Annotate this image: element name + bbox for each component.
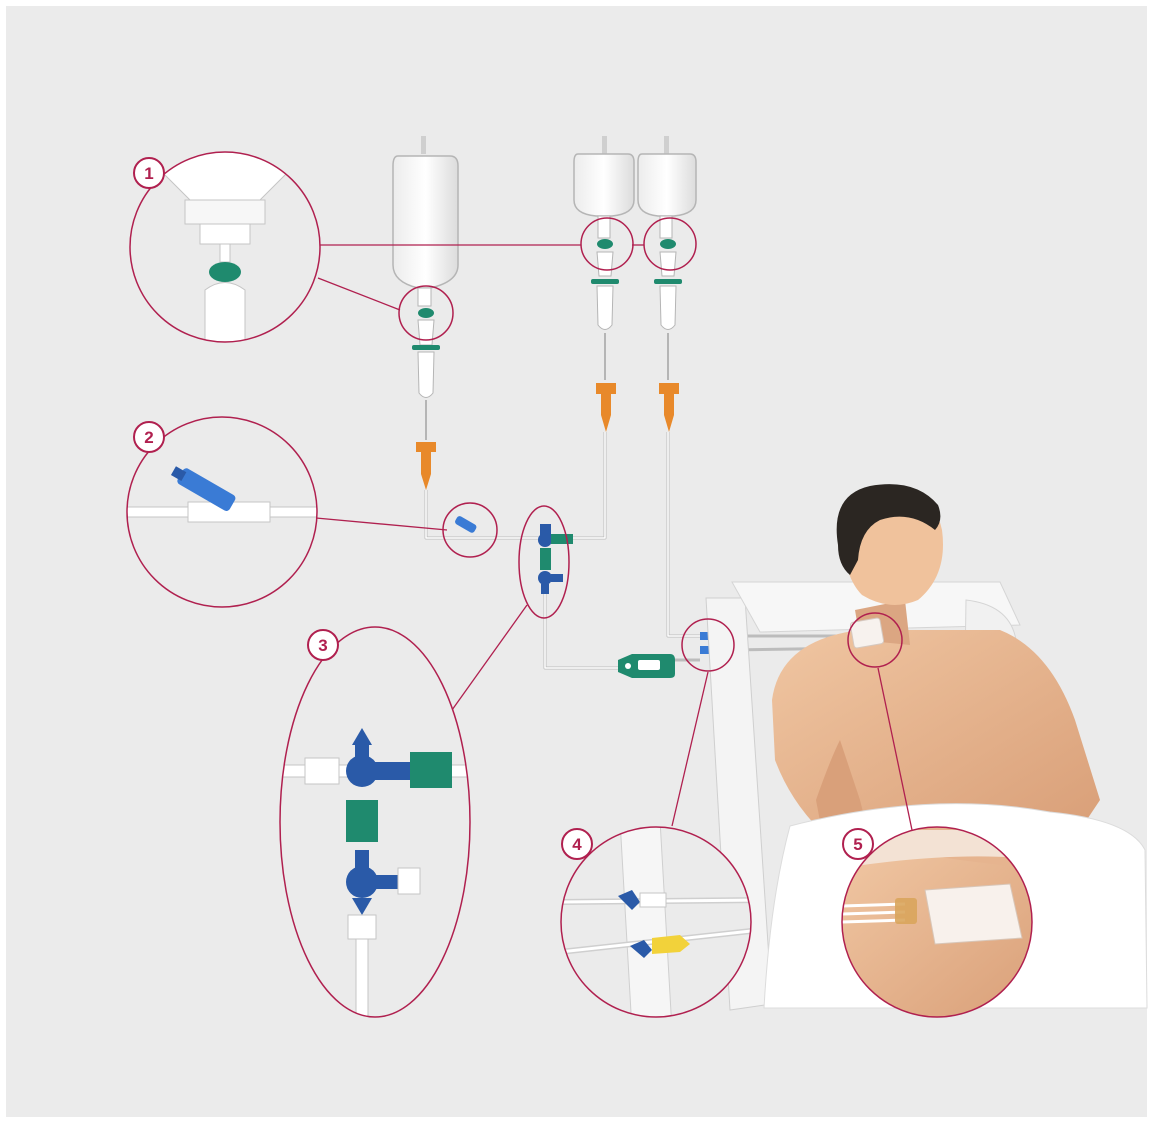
callout-number-2: 2 — [144, 428, 153, 447]
iv-bottle-left — [393, 136, 458, 306]
callout-number-1: 1 — [144, 164, 153, 183]
callout-badge-3: 3 — [308, 630, 338, 660]
pressure-transducer — [618, 654, 675, 678]
callout-number-4: 4 — [572, 835, 582, 854]
callout-badge-4: 4 — [562, 829, 592, 859]
callout-badge-2: 2 — [134, 422, 164, 452]
callout-badge-5: 5 — [843, 829, 873, 859]
callout-number-3: 3 — [318, 636, 327, 655]
callout-number-5: 5 — [853, 835, 862, 854]
callout-badge-1: 1 — [134, 158, 164, 188]
